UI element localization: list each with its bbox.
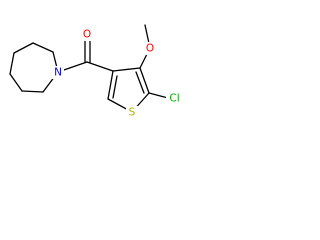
bond-carbonyl-c-ring: [86, 61, 114, 72]
sulfur-label: S: [129, 107, 136, 119]
atom-oxygen-methoxy: O: [144, 42, 156, 55]
molecule-structure: O N O S Cl: [9, 24, 183, 119]
bond-c3-c4: [9, 52, 15, 75]
atom-sulfur: S: [126, 106, 138, 119]
bond-c2-c3-thiophene-a: [107, 70, 114, 100]
azepane-ring: [9, 42, 59, 93]
bond-c4-c5-thiophene-b: [135, 71, 145, 94]
amide-group: [57, 38, 114, 73]
bond-c4-c5: [9, 73, 23, 92]
bond-c5-c6: [21, 90, 44, 93]
nitrogen-label: N: [54, 67, 62, 79]
bond-c2-c3-thiophene-b: [112, 75, 118, 99]
chloro-group: [148, 92, 169, 99]
chlorine-label: Cl: [169, 93, 179, 105]
bond-c2-c3: [13, 42, 34, 54]
bond-c5-cl: [148, 92, 169, 99]
bond-c4-c5-thiophene-a: [139, 67, 150, 94]
thiophene-ring: [107, 67, 150, 113]
atom-nitrogen: N: [52, 66, 64, 79]
oxygen-methoxy-label: O: [146, 43, 154, 55]
oxygen-carbonyl-label: O: [83, 29, 91, 41]
atom-oxygen-carbonyl: O: [81, 28, 93, 41]
bond-c1-c2: [32, 42, 54, 53]
atom-chlorine: Cl: [166, 92, 183, 105]
bond-c3-c4-thiophene: [112, 67, 141, 72]
